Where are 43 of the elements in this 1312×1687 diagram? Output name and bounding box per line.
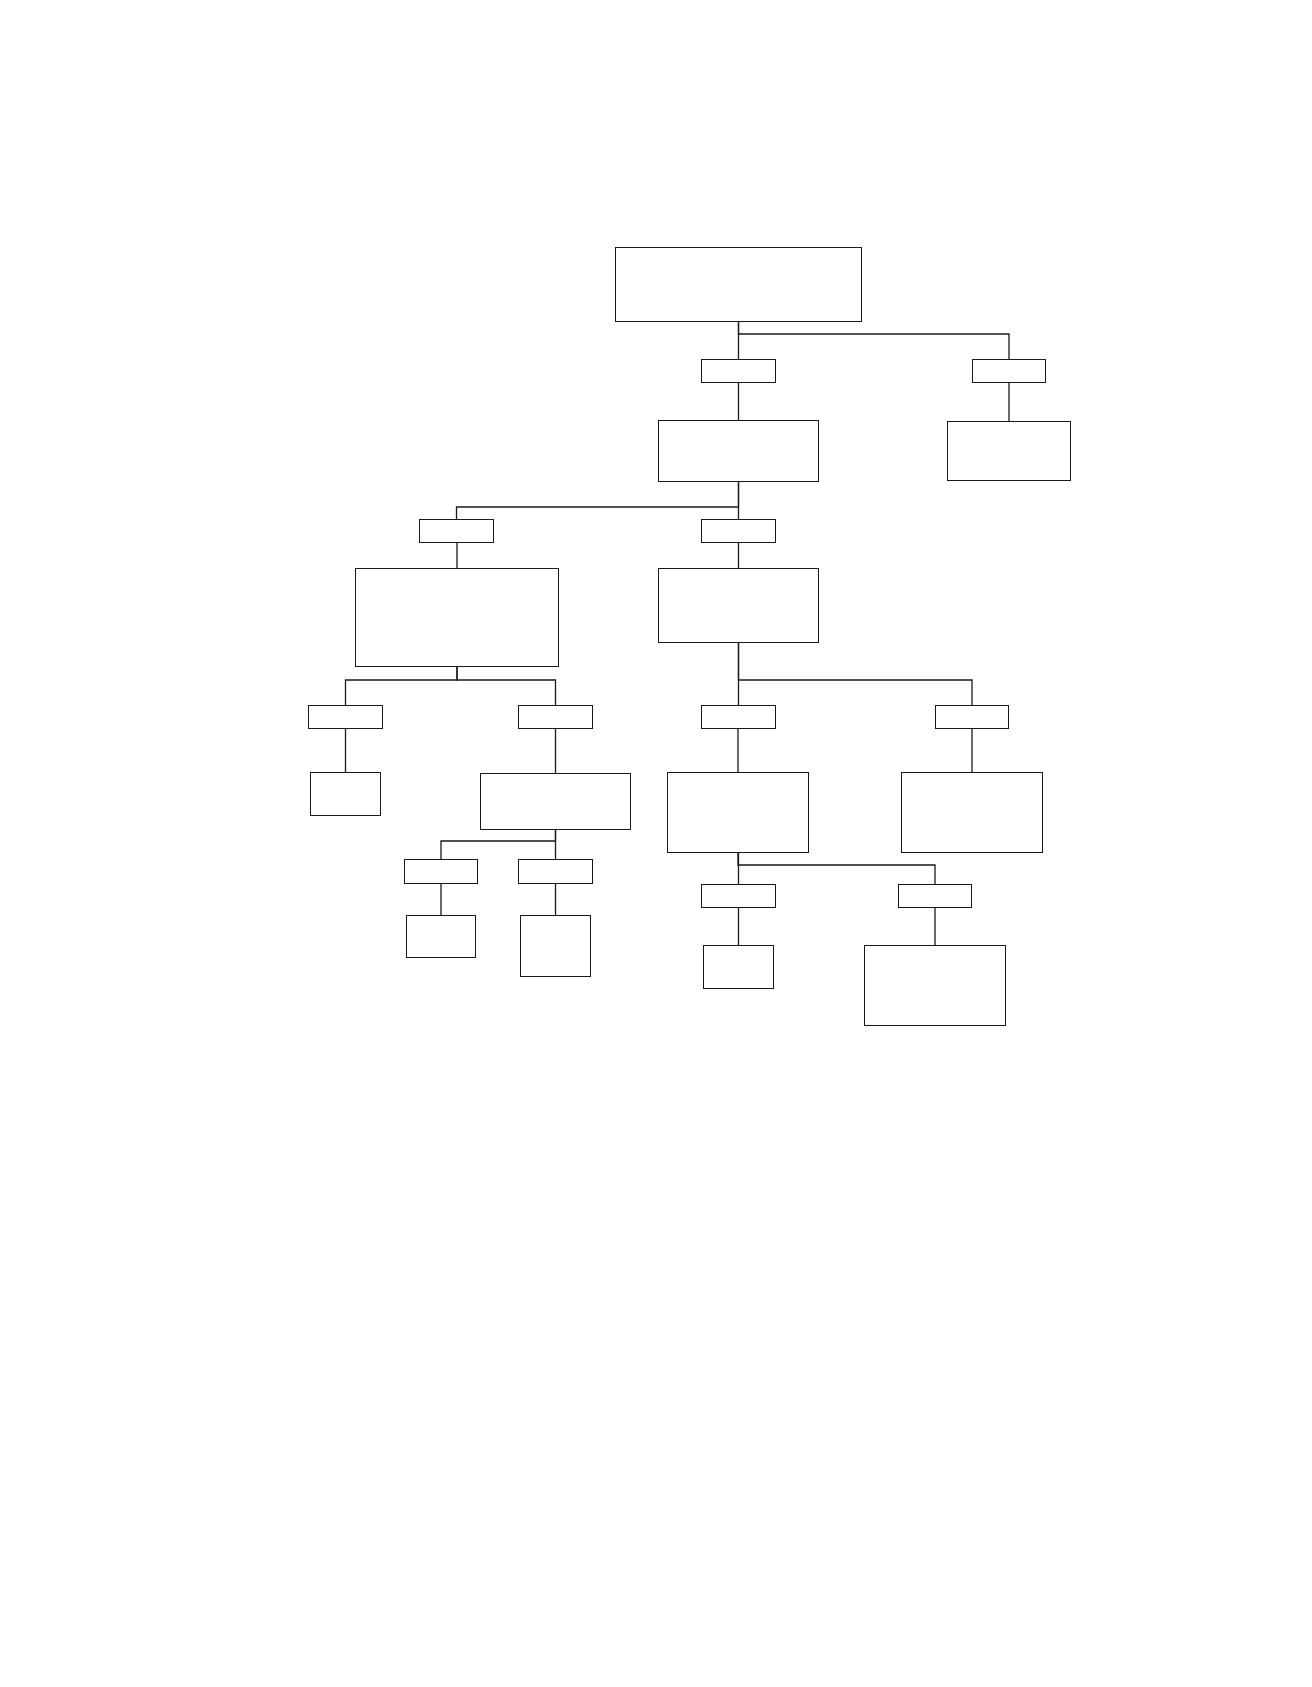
empty-box — [701, 884, 776, 908]
empty-box — [947, 421, 1071, 481]
empty-box — [520, 915, 591, 977]
empty-box — [615, 247, 862, 322]
connector-line — [737, 852, 936, 885]
empty-box — [480, 773, 631, 830]
empty-box — [701, 705, 776, 729]
empty-box — [419, 519, 494, 543]
connector-line — [456, 666, 557, 706]
connector-line — [554, 728, 557, 774]
empty-box — [518, 859, 593, 884]
empty-box — [308, 705, 383, 729]
empty-box — [658, 420, 819, 482]
empty-box — [667, 772, 809, 853]
empty-box — [701, 519, 776, 543]
connector-line — [971, 728, 973, 773]
empty-box — [701, 359, 776, 383]
empty-box — [658, 568, 819, 643]
empty-box — [901, 772, 1043, 853]
empty-box — [406, 915, 476, 958]
empty-box — [898, 884, 972, 908]
connector-line — [344, 728, 347, 773]
connector-line — [554, 883, 557, 916]
empty-box — [310, 772, 381, 816]
empty-box — [518, 705, 593, 729]
empty-box — [355, 568, 559, 667]
connector-line — [456, 542, 458, 569]
connector-line — [737, 321, 1010, 360]
connector-line — [440, 883, 442, 916]
connector-line — [737, 642, 973, 706]
connector-line — [1008, 382, 1010, 422]
connector-line — [934, 907, 936, 946]
connector-line — [737, 382, 740, 421]
connector-line — [554, 829, 557, 860]
connector-line — [737, 728, 739, 773]
connector-line — [737, 907, 740, 946]
empty-box — [864, 945, 1006, 1026]
connector-line — [737, 542, 740, 569]
connector-line — [737, 481, 740, 520]
empty-box — [935, 705, 1009, 729]
empty-box — [972, 359, 1046, 383]
empty-box — [404, 859, 478, 884]
empty-box — [703, 945, 774, 989]
